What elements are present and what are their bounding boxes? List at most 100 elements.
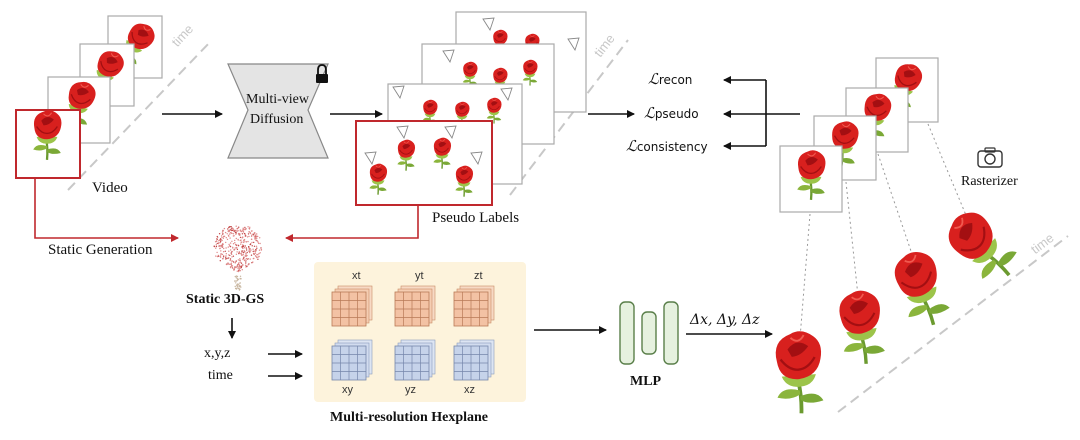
pointcloud-stem-point [239, 275, 242, 277]
pointcloud-point [232, 255, 235, 257]
pointcloud-point [218, 233, 221, 235]
plane-label-xz: xz [464, 384, 475, 396]
pointcloud-point [226, 233, 228, 235]
rasterizer-label: Rasterizer [961, 174, 1018, 189]
pointcloud-point [229, 242, 232, 244]
pointcloud-point [255, 249, 257, 251]
pointcloud-point [228, 250, 230, 252]
pointcloud-point [235, 260, 237, 262]
pointcloud-point [255, 237, 257, 239]
static-generation-arrow [34, 178, 179, 242]
pointcloud-point [231, 229, 234, 232]
pointcloud-point [242, 247, 244, 250]
pointcloud-point [230, 226, 232, 228]
diffusion-label-line1: Multi-view [246, 92, 309, 107]
pointcloud-point [228, 226, 230, 229]
mlp-label: MLP [630, 374, 662, 389]
pointcloud-point [220, 245, 222, 248]
video-label: Video [92, 180, 128, 196]
pointcloud-point [228, 243, 230, 246]
pointcloud-point [222, 256, 225, 258]
pointcloud-point [254, 251, 257, 253]
pointcloud-point [239, 267, 241, 270]
pointcloud-point [226, 263, 228, 266]
pointcloud-point [257, 256, 259, 258]
pointcloud-point [218, 240, 220, 242]
pointcloud-stem-point [237, 287, 240, 290]
static-3dgs-label: Static 3D-GS [186, 292, 265, 307]
pointcloud-point [242, 227, 244, 229]
pointcloud-point [248, 235, 250, 238]
pointcloud-point [233, 230, 235, 233]
pointcloud-point [248, 227, 250, 230]
pointcloud-point [231, 253, 233, 256]
projection-lines [799, 123, 969, 339]
pointcloud-point [248, 246, 250, 248]
pointcloud-point [229, 258, 232, 260]
pointcloud-point [235, 266, 237, 269]
pointcloud-stem-point [238, 289, 241, 291]
pointcloud-point [244, 264, 247, 266]
pointcloud-point [220, 253, 222, 256]
pointcloud-stem-point [234, 275, 236, 278]
pointcloud-point [223, 227, 226, 230]
pointcloud-point [241, 264, 243, 266]
pointcloud-point [243, 241, 245, 243]
pointcloud-point [247, 233, 250, 235]
pointcloud-point [257, 242, 260, 245]
pointcloud-point [250, 254, 253, 256]
xyz-input-label: x,y,z [204, 346, 231, 361]
pointcloud-point [221, 253, 224, 256]
pointcloud-point [223, 247, 225, 250]
pointcloud-point [254, 252, 256, 254]
pointcloud-stem-point [237, 278, 240, 280]
pointcloud-point [236, 248, 239, 251]
lock-icon [316, 64, 328, 83]
pointcloud-point [225, 256, 227, 258]
pointcloud-point [229, 254, 231, 257]
pointcloud-point [243, 232, 246, 235]
pointcloud-point [259, 242, 261, 245]
plane-zt [453, 285, 495, 327]
pointcloud-point [254, 234, 257, 236]
pointcloud-point [230, 249, 232, 251]
pointcloud-point [225, 257, 227, 260]
output-time-axis [837, 235, 1069, 413]
pointcloud-point [255, 239, 257, 242]
pointcloud-stem-point [238, 285, 240, 287]
pointcloud-point [234, 266, 236, 268]
pointcloud-point [222, 255, 225, 257]
pointcloud-point [259, 252, 261, 254]
pointcloud-point [252, 248, 254, 250]
pointcloud-point [225, 247, 227, 249]
pointcloud-point [253, 253, 255, 255]
pointcloud-point [251, 245, 253, 247]
pointcloud-point [224, 231, 227, 234]
pseudo-labels-label: Pseudo Labels [432, 210, 520, 226]
loss-consistency: ℒconsistency [626, 137, 708, 155]
pointcloud-point [235, 253, 238, 255]
pointcloud-point [247, 240, 249, 243]
pointcloud-point [246, 251, 248, 254]
pointcloud-point [250, 238, 253, 240]
3d-rose-2 [834, 286, 890, 369]
pointcloud-point [233, 229, 235, 232]
pointcloud-point [247, 226, 249, 228]
pointcloud-point [240, 243, 242, 245]
pointcloud-point [235, 232, 237, 234]
pointcloud-point [252, 250, 254, 253]
pointcloud-point [236, 251, 238, 253]
pointcloud-point [239, 258, 241, 260]
pointcloud-point [218, 245, 220, 247]
camera-icon [977, 147, 1003, 168]
pointcloud-point [221, 239, 223, 242]
plane-label-yz: yz [405, 384, 416, 396]
pointcloud-point [228, 235, 230, 237]
pointcloud-point [237, 267, 239, 270]
pointcloud-point [249, 258, 251, 260]
pointcloud-point [220, 235, 223, 237]
3d-rose-3 [886, 244, 956, 334]
pointcloud-point [234, 248, 236, 250]
pointcloud-point [241, 269, 243, 271]
pointcloud-point [237, 262, 240, 264]
